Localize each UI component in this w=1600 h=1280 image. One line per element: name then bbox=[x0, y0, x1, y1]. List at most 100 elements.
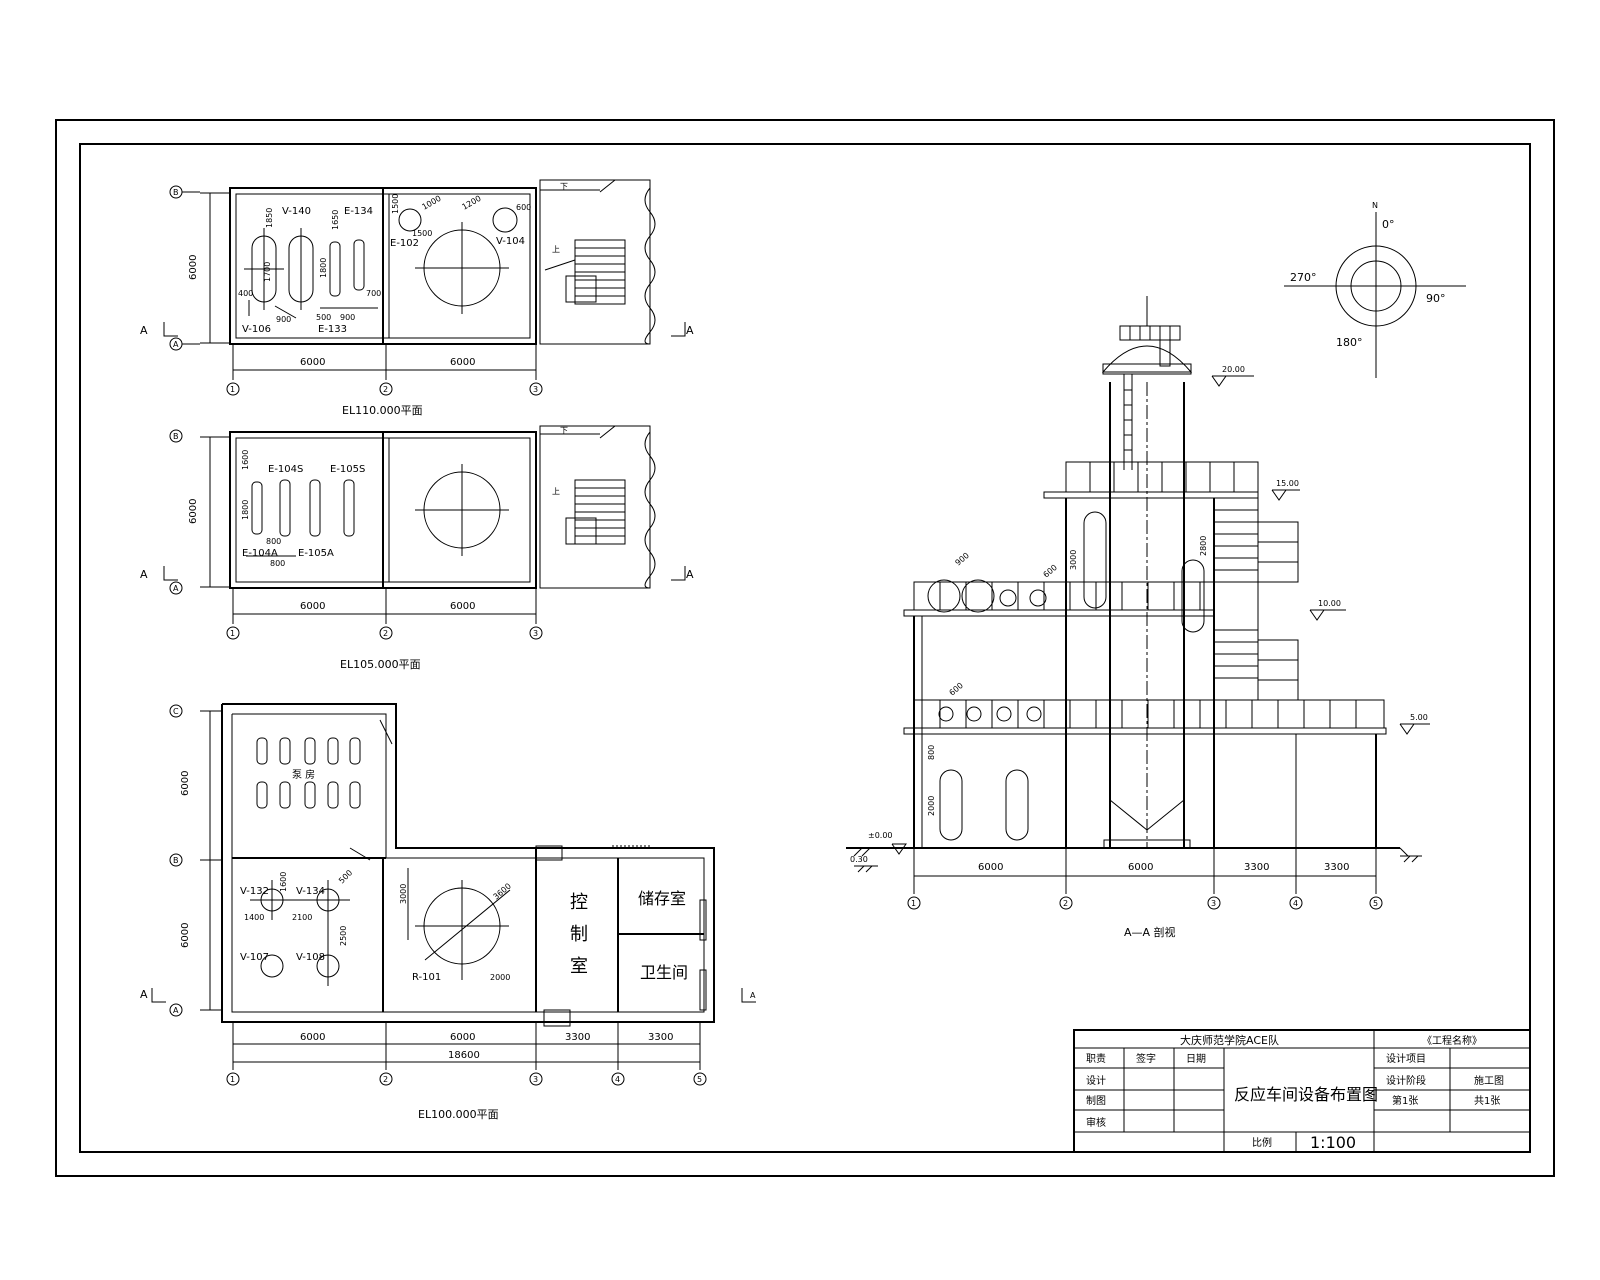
compass-90: 90° bbox=[1426, 292, 1446, 305]
tb-project: 《工程名称》 bbox=[1422, 1034, 1482, 1047]
grid-5: 5 bbox=[697, 1075, 702, 1084]
label-down: 下 bbox=[560, 426, 568, 435]
tb-scale-label: 比例 bbox=[1252, 1136, 1272, 1149]
label-v107: V-107 bbox=[240, 952, 269, 963]
section-mark-left: A bbox=[140, 324, 148, 337]
grid-A: A bbox=[173, 1006, 179, 1015]
dim-1650: 1650 bbox=[331, 210, 340, 230]
dim-6000-b: 6000 bbox=[450, 1032, 475, 1043]
compass-270: 270° bbox=[1290, 271, 1317, 284]
dim-2100: 2100 bbox=[292, 913, 312, 922]
grid-B: B bbox=[173, 432, 179, 441]
elev-5: 5.00 bbox=[1410, 713, 1428, 722]
dim-900: 900 bbox=[954, 551, 971, 568]
plan-el105 bbox=[163, 425, 686, 640]
outer-frame bbox=[55, 119, 1555, 1177]
dim-2000: 2000 bbox=[490, 973, 510, 982]
section-aa bbox=[846, 296, 1430, 910]
compass-0: 0° bbox=[1382, 218, 1395, 231]
plan-el100 bbox=[151, 703, 756, 1086]
label-e105s: E-105S bbox=[330, 464, 365, 475]
exchanger-e133 bbox=[329, 241, 341, 297]
bay-1: 6000 bbox=[978, 862, 1003, 873]
room-pump: 泵 房 bbox=[292, 768, 315, 781]
section-mark-left: A bbox=[140, 568, 148, 581]
exchanger-e102 bbox=[398, 208, 422, 232]
compass-180: 180° bbox=[1336, 336, 1363, 349]
room-toilet: 卫生间 bbox=[640, 963, 688, 982]
tb-role3: 日期 bbox=[1186, 1053, 1206, 1065]
room-control-2: 制 bbox=[570, 924, 588, 945]
label-v134: V-134 bbox=[296, 886, 325, 897]
sec-grid-4: 4 bbox=[1293, 899, 1298, 908]
label-e102: E-102 bbox=[390, 238, 419, 249]
dim-800a: 800 bbox=[266, 537, 281, 546]
bay-4: 3300 bbox=[1324, 862, 1349, 873]
label-e104a: E-104A bbox=[242, 548, 278, 559]
vessel-v107 bbox=[260, 954, 284, 978]
tb-role2: 签字 bbox=[1136, 1052, 1156, 1065]
dim-3300-b: 3300 bbox=[648, 1032, 673, 1043]
plan-el110 bbox=[163, 179, 686, 396]
exchanger-e134 bbox=[353, 239, 365, 291]
tb-draw: 制图 bbox=[1086, 1094, 1106, 1107]
compass bbox=[1284, 212, 1466, 378]
label-v106: V-106 bbox=[242, 324, 271, 335]
exchanger-e105a bbox=[309, 479, 321, 537]
dim-3600: 3600 bbox=[492, 882, 513, 902]
inner-frame bbox=[79, 143, 1531, 1153]
label-e134: E-134 bbox=[344, 206, 373, 217]
dim-total: 18600 bbox=[448, 1050, 480, 1061]
grid-B: B bbox=[173, 188, 179, 197]
dim-6000-a: 6000 bbox=[300, 601, 325, 612]
tb-design-stage: 设计阶段 bbox=[1386, 1074, 1426, 1087]
grid-2: 2 bbox=[383, 629, 388, 638]
compass-north: N bbox=[1372, 201, 1378, 210]
plan-title-el105: EL105.000平面 bbox=[340, 658, 421, 671]
grid-A: A bbox=[173, 584, 179, 593]
elev-10: 10.00 bbox=[1318, 599, 1341, 608]
dim-400: 400 bbox=[238, 289, 253, 298]
tb-design: 设计 bbox=[1086, 1074, 1106, 1087]
grid-3: 3 bbox=[533, 1075, 538, 1084]
label-v108: V-108 bbox=[296, 952, 325, 963]
elev-20: 20.00 bbox=[1222, 365, 1245, 374]
label-down: 下 bbox=[560, 182, 568, 191]
label-v132: V-132 bbox=[240, 886, 269, 897]
plan-title-el110: EL110.000平面 bbox=[342, 404, 423, 417]
grid-3: 3 bbox=[533, 385, 538, 394]
sec-grid-5: 5 bbox=[1373, 899, 1378, 908]
sec-grid-3: 3 bbox=[1211, 899, 1216, 908]
label-e133: E-133 bbox=[318, 324, 347, 335]
dim-2000: 2000 bbox=[927, 796, 936, 816]
dim-1500b: 1500 bbox=[412, 229, 432, 238]
section-mark-right: A bbox=[686, 324, 694, 337]
label-up: 上 bbox=[552, 487, 560, 496]
dim-800: 800 bbox=[927, 745, 936, 760]
dim-1700: 1700 bbox=[263, 262, 272, 282]
tb-sheet-no: 第1张 bbox=[1392, 1094, 1418, 1107]
grid-1: 1 bbox=[230, 629, 235, 638]
title-block bbox=[1073, 1029, 1531, 1153]
grid-1: 1 bbox=[230, 1075, 235, 1084]
elev-0: ±0.00 bbox=[868, 831, 893, 840]
tb-scale-value: 1:100 bbox=[1310, 1133, 1356, 1152]
grid-B: B bbox=[173, 856, 179, 865]
dim-6000-h1: 6000 bbox=[180, 771, 191, 796]
room-control-3: 室 bbox=[570, 956, 588, 977]
dim-1500a: 1500 bbox=[391, 194, 400, 214]
section-mark-left: A bbox=[140, 988, 148, 1001]
section-mark-right: A bbox=[686, 568, 694, 581]
dim-6000-height: 6000 bbox=[188, 499, 199, 524]
section-mark-right: A bbox=[750, 991, 756, 1000]
dim-1600: 1600 bbox=[279, 872, 288, 892]
exchanger-e104s bbox=[279, 479, 291, 537]
label-up: 上 bbox=[552, 245, 560, 254]
tb-stage-value: 施工图 bbox=[1474, 1074, 1504, 1087]
grid-1: 1 bbox=[230, 385, 235, 394]
dim-1850: 1850 bbox=[265, 208, 274, 228]
section-title: A—A 剖视 bbox=[1124, 925, 1176, 939]
dim-2500: 2500 bbox=[339, 926, 348, 946]
label-v104: V-104 bbox=[496, 236, 525, 247]
